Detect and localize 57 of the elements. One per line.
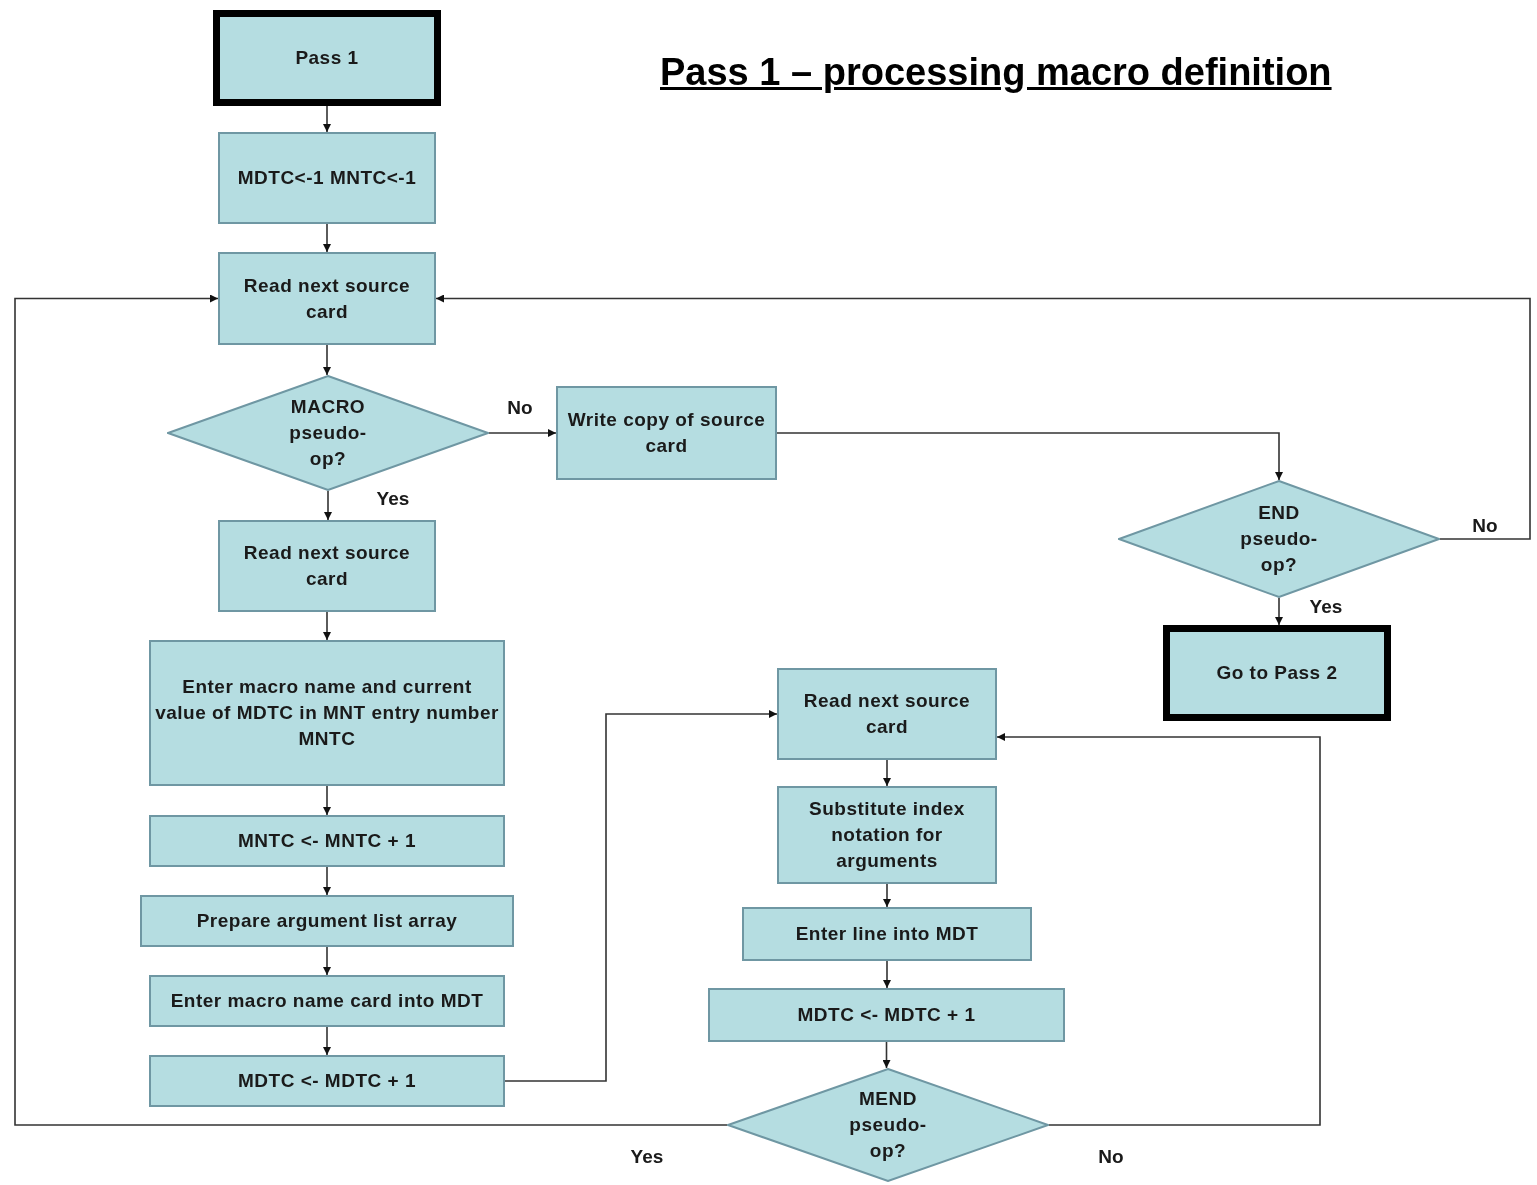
node-label: Read next source card xyxy=(242,273,412,324)
arrow xyxy=(996,733,1321,1126)
node-label: Enter line into MDT xyxy=(794,922,980,946)
arrow xyxy=(14,294,728,1126)
arrow xyxy=(488,429,557,437)
process-box xyxy=(149,815,505,867)
arrow xyxy=(882,1041,891,1069)
arrow xyxy=(323,105,331,133)
process-box xyxy=(777,786,997,884)
node-label: Write copy of source card xyxy=(566,408,767,458)
process-box xyxy=(556,386,777,480)
title: Pass 1 – processing macro definition xyxy=(660,50,1332,95)
process-box xyxy=(742,907,1032,961)
arrow xyxy=(1275,597,1283,626)
node-label: MEND pseudo-op? xyxy=(848,1087,928,1163)
arrow xyxy=(435,294,1531,540)
node-label: END pseudo-op? xyxy=(1239,501,1319,577)
arrow xyxy=(323,223,331,253)
node-label: Go to Pass 2 xyxy=(1215,661,1339,685)
arrow xyxy=(323,344,331,376)
process-box xyxy=(218,132,436,224)
node-label: Enter macro name card into MDT xyxy=(169,989,485,1013)
arrow xyxy=(776,432,1283,481)
decision-diamond xyxy=(167,375,489,491)
arrow xyxy=(883,883,891,908)
node-label: MDTC <- MDTC + 1 xyxy=(237,1069,417,1093)
node-label: Prepare argument list array xyxy=(195,909,459,933)
node-label: MDTC <- MDTC + 1 xyxy=(796,1003,977,1027)
process-box xyxy=(777,668,997,760)
process-box xyxy=(140,895,514,947)
process-box xyxy=(218,520,436,612)
process-box xyxy=(218,252,436,345)
arrow xyxy=(504,710,778,1082)
node-label: Substitute index notation for arguments xyxy=(808,797,966,873)
arrow xyxy=(324,490,332,521)
arrow xyxy=(883,960,891,989)
process-box xyxy=(708,988,1065,1042)
process-box xyxy=(213,10,441,106)
node-label: MNTC <- MNTC + 1 xyxy=(237,829,417,853)
arrow xyxy=(323,946,331,976)
process-box xyxy=(149,1055,505,1107)
arrow xyxy=(323,785,331,816)
arrow xyxy=(323,1026,331,1056)
node-label: Read next source card xyxy=(802,689,972,739)
arrow xyxy=(883,759,891,787)
decision-diamond xyxy=(727,1068,1049,1182)
node-label: MACRO pseudo-op? xyxy=(288,395,368,471)
process-box xyxy=(1163,625,1391,721)
node-label: Read next source card xyxy=(242,541,412,591)
process-box xyxy=(149,975,505,1027)
arrow xyxy=(323,611,331,641)
arrow xyxy=(323,866,331,896)
node-label: MDTC<-1 MNTC<-1 xyxy=(236,166,418,190)
process-box xyxy=(149,640,505,786)
node-label: Pass 1 xyxy=(294,46,360,70)
node-label: Enter macro name and current value of MDTC in MNT entry number MNTC xyxy=(154,675,500,751)
decision-diamond xyxy=(1118,480,1440,598)
